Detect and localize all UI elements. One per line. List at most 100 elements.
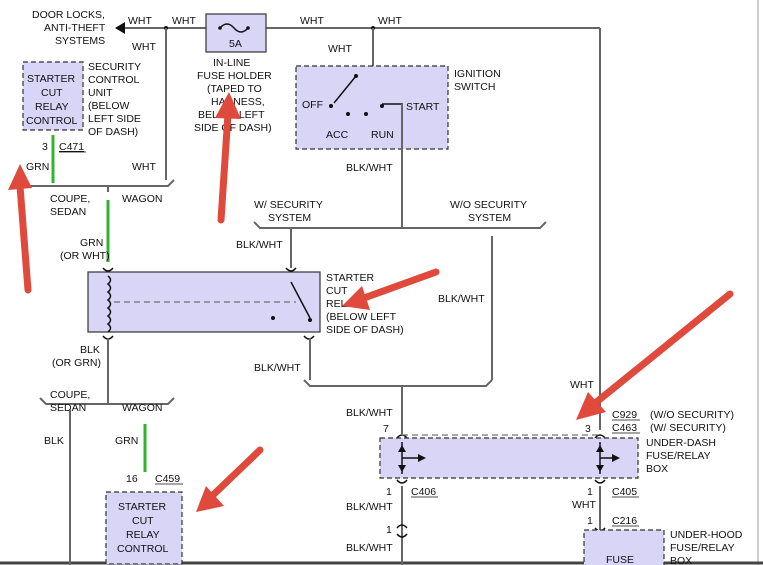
grn-label-b: GRN — [80, 237, 103, 249]
w-security-label-1: W/ SECURITY — [254, 199, 323, 211]
fuse-partial-label: FUSE — [606, 554, 634, 565]
wht-label-b: WHT — [172, 15, 196, 27]
ignition-off: OFF — [302, 99, 323, 111]
wht-label-g: WHT — [132, 161, 156, 173]
annotation-arrow-3 — [342, 268, 440, 310]
security-control-unit: STARTER CUT RELAY CONTROL — [22, 61, 84, 131]
connector-c406: C406 — [411, 486, 436, 498]
ignition-switch-label-1: IGNITION — [454, 68, 501, 80]
blk-wht-label-e: BLK/WHT — [346, 407, 393, 419]
pin-1-b: 1 — [587, 486, 593, 498]
pin-3-udb: 3 — [585, 423, 591, 435]
door-locks-label-2: ANTI-THEFT — [44, 22, 106, 34]
blk-wht-label-f: BLK/WHT — [346, 501, 393, 513]
sedan-label-a: SEDAN — [50, 206, 86, 218]
grn-label-a: GRN — [26, 161, 49, 173]
scrc-label-3: RELAY — [126, 529, 160, 541]
coupe-label-b: COUPE, — [50, 389, 90, 401]
scu-label-4: CONTROL — [26, 115, 77, 127]
annotation-arrow-4 — [576, 290, 734, 420]
uhb-label-1: UNDER-HOOD — [670, 529, 743, 541]
inline-fuse-label-6: SIDE OF DASH) — [194, 122, 272, 134]
scu-desc-5: LEFT SIDE — [88, 113, 141, 125]
connector-c405: C405 — [612, 486, 637, 498]
pin-16: 16 — [126, 473, 138, 485]
under-hood-fuse-relay-box: FUSE — [583, 529, 665, 565]
blk-wht-label-a: BLK/WHT — [346, 162, 393, 174]
under-dash-fuse-relay-box — [379, 434, 639, 479]
pin-1-c: 1 — [386, 524, 392, 536]
inline-fuse-label-1: IN-LINE — [213, 57, 250, 69]
scu-desc-1: SECURITY — [88, 61, 141, 73]
starter-cut-relay-control-box: STARTER CUT RELAY CONTROL — [105, 491, 183, 565]
ignition-switch-label-2: SWITCH — [454, 81, 495, 93]
pin-7: 7 — [383, 423, 389, 435]
wagon-label-a: WAGON — [122, 193, 162, 205]
wht-label-h: WHT — [570, 379, 594, 391]
connector-c929: C929 — [612, 409, 637, 421]
wo-security-label-2: SYSTEM — [468, 212, 511, 224]
output-arrow-icon — [115, 22, 125, 34]
annotation-arrow-5 — [196, 446, 264, 512]
relay-label-4: (BELOW LEFT — [326, 311, 397, 323]
ignition-switch: OFF ACC RUN START — [295, 65, 449, 200]
wht-label-e: WHT — [378, 15, 402, 27]
scu-label-2: CUT — [41, 87, 63, 99]
uhb-label-3: BOX — [670, 555, 692, 565]
connector-c471: C471 — [59, 141, 84, 153]
wht-label-i: WHT — [572, 499, 596, 511]
inline-fuse-holder: 5A — [205, 13, 267, 53]
scu-desc-6: OF DASH) — [88, 126, 138, 138]
scrc-label-4: CONTROL — [117, 543, 168, 555]
ignition-run: RUN — [371, 129, 394, 141]
coupe-label-a: COUPE, — [50, 193, 90, 205]
pin-1-a: 1 — [386, 486, 392, 498]
fuse-icon — [219, 23, 249, 33]
grn-label-c: GRN — [115, 435, 138, 447]
scu-desc-2: CONTROL — [88, 74, 139, 86]
annotation-arrow-2 — [215, 92, 241, 224]
starter-cut-relay — [87, 271, 321, 333]
udb-label-1: UNDER-DASH — [646, 437, 716, 449]
wht-label-a: WHT — [128, 15, 152, 27]
blk-or-grn-label: (OR GRN) — [52, 357, 101, 369]
blk-label-b: BLK — [44, 435, 64, 447]
pin-1-d: 1 — [587, 515, 593, 527]
w-security-label-2: SYSTEM — [268, 212, 311, 224]
relay-label-1: STARTER — [326, 272, 374, 284]
relay-coil-icon — [106, 275, 112, 333]
connector-c459: C459 — [155, 473, 180, 485]
door-locks-label-3: SYSTEMS — [55, 35, 105, 47]
annotation-arrow-1 — [8, 164, 32, 294]
wht-label-d: WHT — [300, 15, 324, 27]
relay-label-5: SIDE OF DASH) — [326, 324, 404, 336]
inline-fuse-label-3: (TAPED TO — [207, 83, 262, 95]
udb-label-3: BOX — [646, 463, 668, 475]
wht-label-c: WHT — [132, 41, 156, 53]
ignition-acc: ACC — [326, 129, 349, 141]
sedan-label-b: SEDAN — [50, 402, 86, 414]
wagon-label-b: WAGON — [122, 402, 162, 414]
scu-label-3: RELAY — [35, 101, 69, 113]
connector-c463: C463 — [612, 422, 637, 434]
ignition-start: START — [406, 101, 440, 113]
scrc-label-1: STARTER — [118, 501, 166, 513]
scu-label-1: STARTER — [27, 73, 75, 85]
uhb-label-2: FUSE/RELAY — [670, 542, 735, 554]
udb-label-2: FUSE/RELAY — [646, 450, 711, 462]
fuse-rating: 5A — [229, 38, 242, 50]
connector-c216: C216 — [612, 515, 637, 527]
door-locks-label-1: DOOR LOCKS, — [32, 9, 105, 21]
scu-desc-4: (BELOW — [88, 100, 130, 112]
grn-or-wht-label: (OR WHT) — [60, 250, 110, 262]
relay-label-2: CUT — [326, 285, 348, 297]
inline-fuse-label-4: HARNESS, — [211, 96, 265, 108]
scrc-label-2: CUT — [132, 515, 154, 527]
top-wires — [115, 22, 601, 430]
blk-wht-label-b: BLK/WHT — [236, 239, 283, 251]
scu-desc-3: UNIT — [88, 87, 113, 99]
blk-wht-label-c: BLK/WHT — [438, 293, 485, 305]
w-security-note: (W/ SECURITY) — [650, 422, 726, 434]
wo-security-label-1: W/O SECURITY — [450, 199, 527, 211]
